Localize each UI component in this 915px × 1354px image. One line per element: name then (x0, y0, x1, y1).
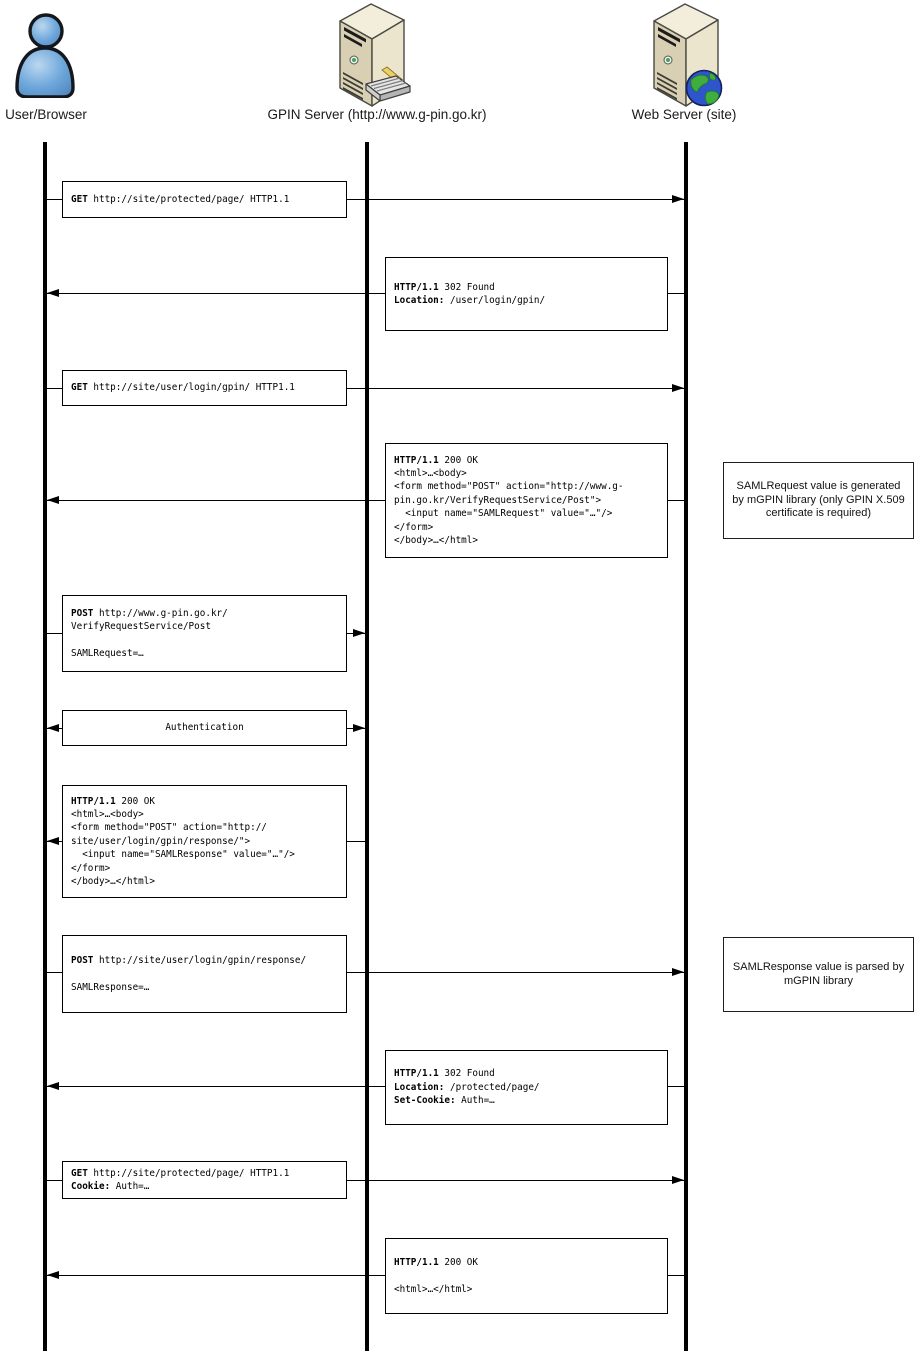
globe-icon (685, 69, 723, 107)
server-vent-slit (658, 27, 680, 43)
keyboard-icon (365, 66, 411, 102)
message-text-line (71, 967, 346, 980)
arrowhead-right-icon (672, 968, 684, 976)
message-text-line: HTTP/1.1 200 OK (71, 795, 155, 807)
arrowhead-right-icon (672, 195, 684, 203)
arrowhead-left-icon (47, 1271, 59, 1279)
message-text-line: HTTP/1.1 200 OK (394, 1256, 478, 1268)
message-text-line: Location: /user/login/gpin/ (394, 295, 546, 306)
message-text-line: POST http://www.g-pin.go.kr/ (71, 607, 228, 619)
server-keyboard-icon (339, 3, 411, 107)
message-text-line: SAMLRequest=… (71, 647, 144, 659)
message-box-ok-samlrequest-form: HTTP/1.1 200 OK<html>…<body> <form method… (385, 443, 668, 558)
message-text-line: <form method="POST" action="http://www.g… (394, 481, 624, 493)
note-samlrequest-note: SAMLRequest value is generated by mGPIN … (723, 462, 914, 539)
message-box-ok-html: HTTP/1.1 200 OK <html>…</html> (385, 1238, 668, 1314)
message-text-line: pin.go.kr/VerifyRequestService/Post"> (394, 494, 602, 506)
message-line-post-saml-response (47, 972, 684, 974)
arrowhead-left-icon (47, 1082, 59, 1090)
message-box-post-saml-response: POST http://site/user/login/gpin/respons… (62, 935, 347, 1013)
message-text-line: <input name="SAMLRequest" value="…"/> (394, 508, 613, 520)
message-text-line: VerifyRequestService/Post (71, 621, 211, 633)
arrowhead-right-icon (353, 629, 365, 637)
person-head (28, 13, 64, 49)
message-text-line: <html>…<body> (71, 808, 144, 820)
note-samlresponse-note: SAMLResponse value is parsed by mGPIN li… (723, 937, 914, 1012)
message-text-line: </form> (394, 521, 434, 533)
message-text-line: <html>…<body> (394, 467, 467, 479)
message-text-line: POST http://site/user/login/gpin/respons… (71, 954, 307, 966)
message-box-ok-samlresponse-form: HTTP/1.1 200 OK<html>…<body> <form method… (62, 785, 347, 898)
message-text-line: <input name="SAMLResponse" value="…"/> (71, 849, 295, 861)
message-line-redirect-to-gpin-login (47, 293, 684, 295)
message-text-line: SAMLResponse=… (71, 981, 150, 993)
message-box-authentication: Authentication (62, 710, 347, 746)
note-text: SAMLResponse value is parsed by mGPIN li… (732, 961, 905, 987)
message-text-line: Set-Cookie: Auth=… (394, 1095, 495, 1107)
message-text-line: Cookie: Auth=… (71, 1181, 150, 1192)
server-led-icon (352, 58, 356, 62)
arrowhead-right-icon (672, 1176, 684, 1184)
message-line-get-protected-page (47, 199, 684, 201)
message-text-line (394, 1269, 667, 1282)
actor-label-gpin-server: GPIN Server (http://www.g-pin.go.kr) (267, 107, 487, 122)
message-text-line: site/user/login/gpin/response/"> (71, 835, 251, 847)
lifeline-gpin (365, 142, 369, 1351)
person-icon (15, 13, 75, 98)
message-text-line: </form> (71, 862, 111, 874)
message-text-line: GET http://site/protected/page/ HTTP1.1 (71, 1167, 290, 1179)
arrowhead-left-icon (47, 837, 59, 845)
server-vent-slit (344, 34, 362, 47)
actor-label-user: User/Browser (5, 107, 87, 122)
message-text-line: GET http://site/user/login/gpin/ HTTP1.1 (71, 382, 295, 394)
server-vent-slit (658, 34, 676, 47)
message-box-get-login-gpin: GET http://site/user/login/gpin/ HTTP1.1 (62, 370, 347, 406)
message-text-line: </body>…</html> (71, 876, 155, 888)
actor-label-web-server: Web Server (site) (631, 107, 737, 122)
message-text-line: HTTP/1.1 200 OK (394, 454, 478, 466)
message-box-get-protected-page: GET http://site/protected/page/ HTTP1.1 (62, 181, 347, 218)
server-vent-slit (344, 27, 366, 43)
message-text-line: HTTP/1.1 302 Found (394, 1068, 495, 1080)
message-line-redirect-to-protected (47, 1086, 684, 1088)
arrowhead-left-icon (47, 724, 59, 732)
arrowhead-left-icon (47, 496, 59, 504)
person-body (15, 46, 75, 98)
message-line-get-protected-with-cookie (47, 1180, 684, 1182)
message-text-line: Location: /protected/page/ (394, 1081, 540, 1093)
message-line-get-login-gpin (47, 388, 684, 390)
message-box-post-verify-request: POST http://www.g-pin.go.kr/VerifyReques… (62, 595, 347, 672)
arrowhead-right-icon (672, 384, 684, 392)
message-text-line (71, 634, 346, 647)
message-text-line: GET http://site/protected/page/ HTTP1.1 (71, 193, 290, 205)
lifeline-user (43, 142, 47, 1351)
message-text-line: </body>…</html> (394, 535, 478, 547)
note-text: SAMLRequest value is generated by mGPIN … (732, 480, 905, 520)
message-line-ok-samlrequest-form (47, 500, 684, 502)
message-text-line: <html>…</html> (394, 1283, 473, 1295)
message-text-line: Authentication (165, 722, 244, 734)
lifeline-web (684, 142, 688, 1351)
arrowhead-left-icon (47, 289, 59, 297)
message-text-line: <form method="POST" action="http:// (71, 822, 267, 834)
message-text-line: HTTP/1.1 302 Found (394, 281, 495, 293)
server-led-icon (666, 58, 670, 62)
message-line-ok-html (47, 1275, 684, 1277)
server-bottom-vents (343, 72, 363, 100)
server-bottom-vents (657, 72, 677, 100)
arrowhead-right-icon (353, 724, 365, 732)
server-globe-icon (653, 3, 723, 107)
